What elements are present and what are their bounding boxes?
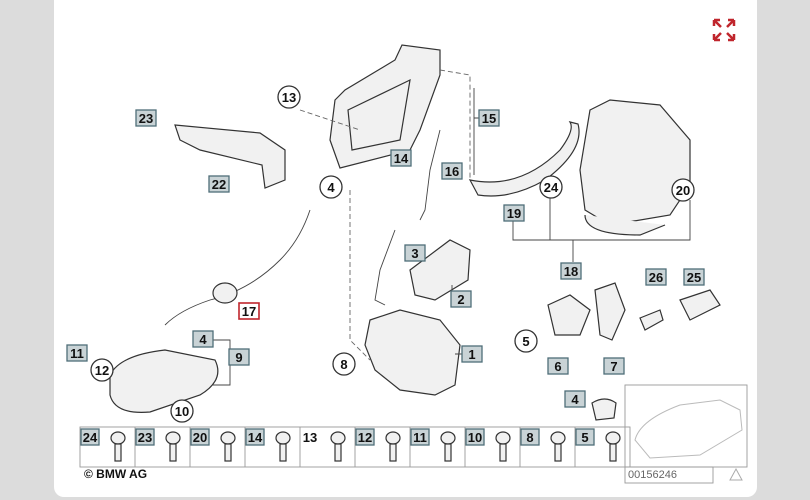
callout-11[interactable]: 11 <box>66 344 88 362</box>
callout-number: 26 <box>649 270 663 285</box>
strip-item-24[interactable]: 24 <box>80 428 126 462</box>
callout-number: 17 <box>242 304 256 319</box>
callout-number: 14 <box>394 151 409 166</box>
callout-number: 18 <box>564 264 578 279</box>
callout-number: 12 <box>95 363 109 378</box>
part-drawings <box>109 44 721 421</box>
strip-number: 10 <box>468 430 482 445</box>
strip-number: 14 <box>248 430 263 445</box>
hardware-strip: 24 23 20 14 13 12 11 10 8 5 <box>79 426 631 468</box>
callout-22[interactable]: 22 <box>208 175 230 193</box>
callout-number: 15 <box>482 111 496 126</box>
callout-7[interactable]: 7 <box>603 357 625 375</box>
callout-16[interactable]: 16 <box>441 162 463 180</box>
strip-number: 13 <box>303 430 317 445</box>
diagram-number: 00156246 <box>628 469 677 481</box>
callout-10[interactable]: 10 <box>170 399 194 423</box>
car-thumbnail: 00156246 <box>624 384 748 484</box>
callout-15[interactable]: 15 <box>478 109 500 127</box>
strip-item-10[interactable]: 10 <box>465 428 511 462</box>
callout-19[interactable]: 19 <box>503 204 525 222</box>
strip-number: 20 <box>193 430 207 445</box>
strip-item-13[interactable]: 13 <box>303 430 346 462</box>
callout-number: 22 <box>212 177 226 192</box>
callout-number: 4 <box>327 180 335 195</box>
callout-number: 20 <box>676 183 690 198</box>
strip-number: 8 <box>526 430 533 445</box>
callout-number: 2 <box>457 292 464 307</box>
callout-number: 16 <box>445 164 459 179</box>
callout-13[interactable]: 13 <box>277 85 301 109</box>
copyright: © BMW AG <box>84 467 147 481</box>
callout-8[interactable]: 8 <box>332 352 356 376</box>
callout-4[interactable]: 4 <box>564 390 586 408</box>
callout-26[interactable]: 26 <box>645 268 667 286</box>
strip-item-23[interactable]: 23 <box>135 428 181 462</box>
callout-17[interactable]: 17 <box>238 302 260 320</box>
callout-number: 13 <box>282 90 296 105</box>
strip-number: 11 <box>413 430 427 445</box>
callout-2[interactable]: 2 <box>450 290 472 308</box>
strip-item-12[interactable]: 12 <box>355 428 401 462</box>
callout-3[interactable]: 3 <box>404 244 426 262</box>
callout-5[interactable]: 5 <box>514 329 538 353</box>
callout-12[interactable]: 12 <box>90 358 114 382</box>
callout-number: 8 <box>340 357 347 372</box>
strip-item-5[interactable]: 5 <box>575 428 621 462</box>
strip-item-20[interactable]: 20 <box>190 428 236 462</box>
callout-4[interactable]: 4 <box>319 175 343 199</box>
callout-number: 7 <box>610 359 617 374</box>
callout-6[interactable]: 6 <box>547 357 569 375</box>
strip-number: 5 <box>581 430 588 445</box>
callout-14[interactable]: 14 <box>390 149 412 167</box>
callout-number: 10 <box>175 404 189 419</box>
callout-9[interactable]: 9 <box>228 348 250 366</box>
callout-23[interactable]: 23 <box>135 109 157 127</box>
callout-number: 11 <box>70 346 84 361</box>
callout-number: 23 <box>139 111 153 126</box>
expand-arrows-icon[interactable] <box>710 16 738 44</box>
callout-number: 9 <box>235 350 242 365</box>
strip-item-11[interactable]: 11 <box>410 428 456 462</box>
callout-number: 1 <box>468 347 475 362</box>
callout-24[interactable]: 24 <box>539 175 563 199</box>
callout-number: 4 <box>571 392 579 407</box>
strip-item-14[interactable]: 14 <box>245 428 291 462</box>
callout-number: 25 <box>687 270 701 285</box>
callout-25[interactable]: 25 <box>683 268 705 286</box>
strip-item-8[interactable]: 8 <box>520 428 566 462</box>
callout-20[interactable]: 20 <box>671 178 695 202</box>
warning-triangle-icon <box>729 467 743 481</box>
callout-4[interactable]: 4 <box>192 330 214 348</box>
callout-number: 19 <box>507 206 521 221</box>
callout-18[interactable]: 18 <box>560 262 582 280</box>
callout-number: 24 <box>544 180 559 195</box>
callout-number: 4 <box>199 332 207 347</box>
callout-number: 5 <box>522 334 529 349</box>
strip-number: 23 <box>138 430 152 445</box>
strip-number: 12 <box>358 430 372 445</box>
callout-number: 3 <box>411 246 418 261</box>
callout-1[interactable]: 1 <box>461 345 483 363</box>
strip-number: 24 <box>83 430 98 445</box>
callout-number: 6 <box>554 359 561 374</box>
